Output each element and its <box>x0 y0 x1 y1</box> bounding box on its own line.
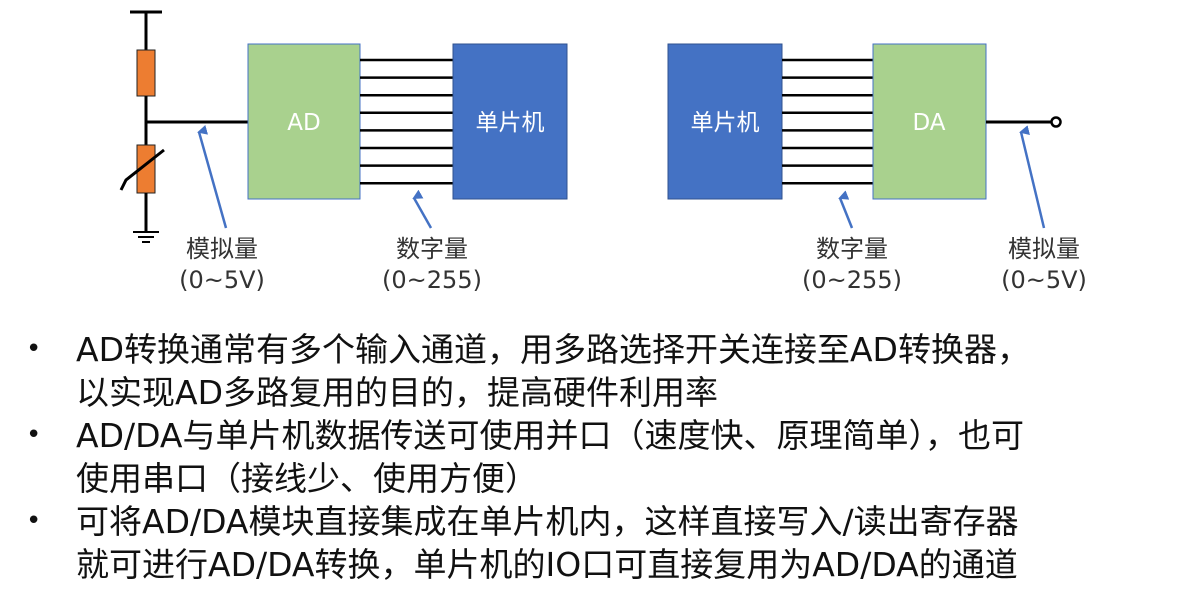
right-analog-label: 模拟量 <box>1008 235 1080 263</box>
bullet-item: • AD/DA与单片机数据传送可使用并口（速度快、原理简单），也可 使用串口（接… <box>26 414 1166 500</box>
left-data-bus <box>360 58 453 185</box>
bullet-text: AD转换通常有多个输入通道，用多路选择开关连接至AD转换器， <box>76 330 1030 369</box>
right-mcu-block <box>667 43 783 200</box>
bullet-marker: • <box>26 506 42 536</box>
left-analog-arrow <box>197 125 228 229</box>
ad-block <box>247 43 361 200</box>
left-digital-range: (0~255) <box>382 266 482 294</box>
left-analog-range: (0~5V) <box>179 266 265 294</box>
right-data-bus <box>782 58 873 185</box>
da-block <box>872 43 987 200</box>
right-digital-range: (0~255) <box>802 266 902 294</box>
bullet-text: AD/DA与单片机数据传送可使用并口（速度快、原理简单），也可 <box>76 416 1025 455</box>
variable-resistor-arrow <box>119 148 165 191</box>
left-digital-label: 数字量 <box>396 235 468 263</box>
right-analog-range: (0~5V) <box>1001 266 1087 294</box>
left-mcu-block-label: 单片机 <box>476 110 545 136</box>
bullet-text: 以实现AD多路复用的目的，提高硬件利用率 <box>76 373 718 412</box>
right-analog-arrow <box>1019 125 1046 229</box>
sensor-circuit <box>119 10 248 243</box>
fixed-resistor <box>136 49 156 97</box>
ground-icon <box>133 231 159 243</box>
da-block-label: DA <box>912 110 945 136</box>
ad-block-label: AD <box>287 110 320 136</box>
bullet-item: • 可将AD/DA模块直接集成在单片机内，这样直接写入/读出寄存器 就可进行AD… <box>26 500 1166 586</box>
bullet-list: • AD转换通常有多个输入通道，用多路选择开关连接至AD转换器， 以实现AD多路… <box>26 328 1166 586</box>
right-digital-arrow <box>838 190 854 229</box>
conversion-diagram: AD 单片机 模拟量 (0~5V) 数字量 (0~255) 单片机 DA 数字量… <box>119 10 1087 294</box>
left-analog-label: 模拟量 <box>186 235 258 263</box>
bullet-text: 可将AD/DA模块直接集成在单片机内，这样直接写入/读出寄存器 <box>76 502 1019 541</box>
bullet-marker: • <box>26 334 42 364</box>
right-mcu-block-label: 单片机 <box>691 110 760 136</box>
right-digital-label: 数字量 <box>816 235 888 263</box>
left-digital-arrow <box>412 189 433 229</box>
bullet-marker: • <box>26 420 42 450</box>
bullet-text: 使用串口（接线少、使用方便） <box>76 459 538 498</box>
bullet-item: • AD转换通常有多个输入通道，用多路选择开关连接至AD转换器， 以实现AD多路… <box>26 328 1166 414</box>
bullet-text: 就可进行AD/DA转换，单片机的IO口可直接复用为AD/DA的通道 <box>76 545 1018 584</box>
left-mcu-block <box>452 43 568 200</box>
output-terminal-icon <box>1050 116 1062 128</box>
